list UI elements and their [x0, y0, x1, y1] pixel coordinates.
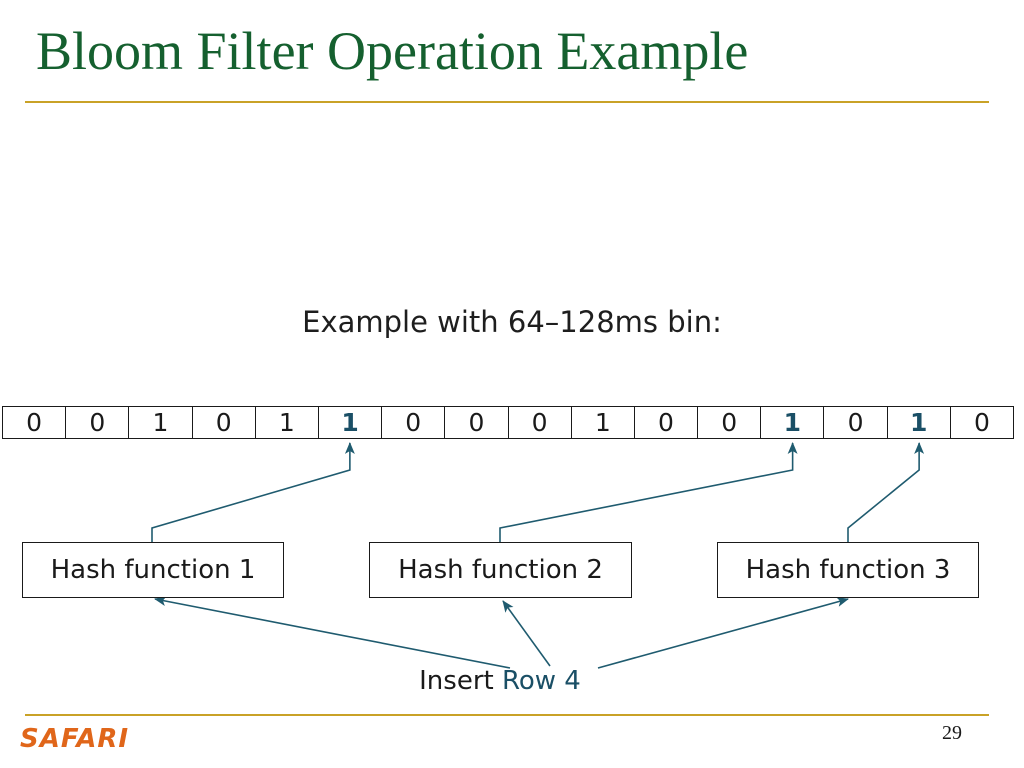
- bit-cell-4: 1: [256, 407, 319, 438]
- bit-cell-1: 0: [66, 407, 130, 438]
- hash-function-3-box: Hash function 3: [717, 542, 979, 598]
- insert-to-hash-1-arrow: [154, 596, 511, 669]
- footer-divider: [25, 714, 989, 716]
- safari-logo: SAFARI: [20, 724, 130, 754]
- hash-1-to-bit-arrow: [151, 442, 355, 542]
- bit-cell-14: 1: [888, 407, 951, 438]
- title-divider: [25, 101, 989, 103]
- bit-cell-5: 1: [319, 407, 383, 438]
- hash-2-to-bit-arrow: [499, 442, 798, 542]
- insert-to-hash-2-arrow: [502, 600, 551, 667]
- slide-title: Bloom Filter Operation Example: [36, 21, 749, 81]
- bit-cell-10: 0: [635, 407, 699, 438]
- bit-cell-9: 1: [572, 407, 635, 438]
- bit-cell-12: 1: [761, 407, 825, 438]
- diagram-caption: Example with 64–128ms bin:: [302, 305, 722, 339]
- bit-cell-2: 1: [129, 407, 193, 438]
- insert-label: Insert Row 4: [300, 666, 700, 696]
- page-number: 29: [942, 722, 962, 744]
- bit-cell-8: 0: [509, 407, 572, 438]
- bit-cell-3: 0: [193, 407, 256, 438]
- hash-function-1-box: Hash function 1: [22, 542, 284, 598]
- bit-cell-6: 0: [382, 407, 446, 438]
- bit-cell-7: 0: [445, 407, 509, 438]
- bit-cell-13: 0: [824, 407, 888, 438]
- bit-cell-11: 0: [698, 407, 762, 438]
- hash-3-to-bit-arrow: [847, 442, 925, 542]
- bit-cell-15: 0: [973, 408, 990, 437]
- insert-row-reference: Row 4: [501, 666, 581, 696]
- insert-verb: Insert: [419, 666, 494, 696]
- insert-to-hash-3-arrow: [597, 597, 849, 669]
- bit-cell-0: 0: [3, 407, 67, 438]
- hash-function-2-box: Hash function 2: [369, 542, 632, 598]
